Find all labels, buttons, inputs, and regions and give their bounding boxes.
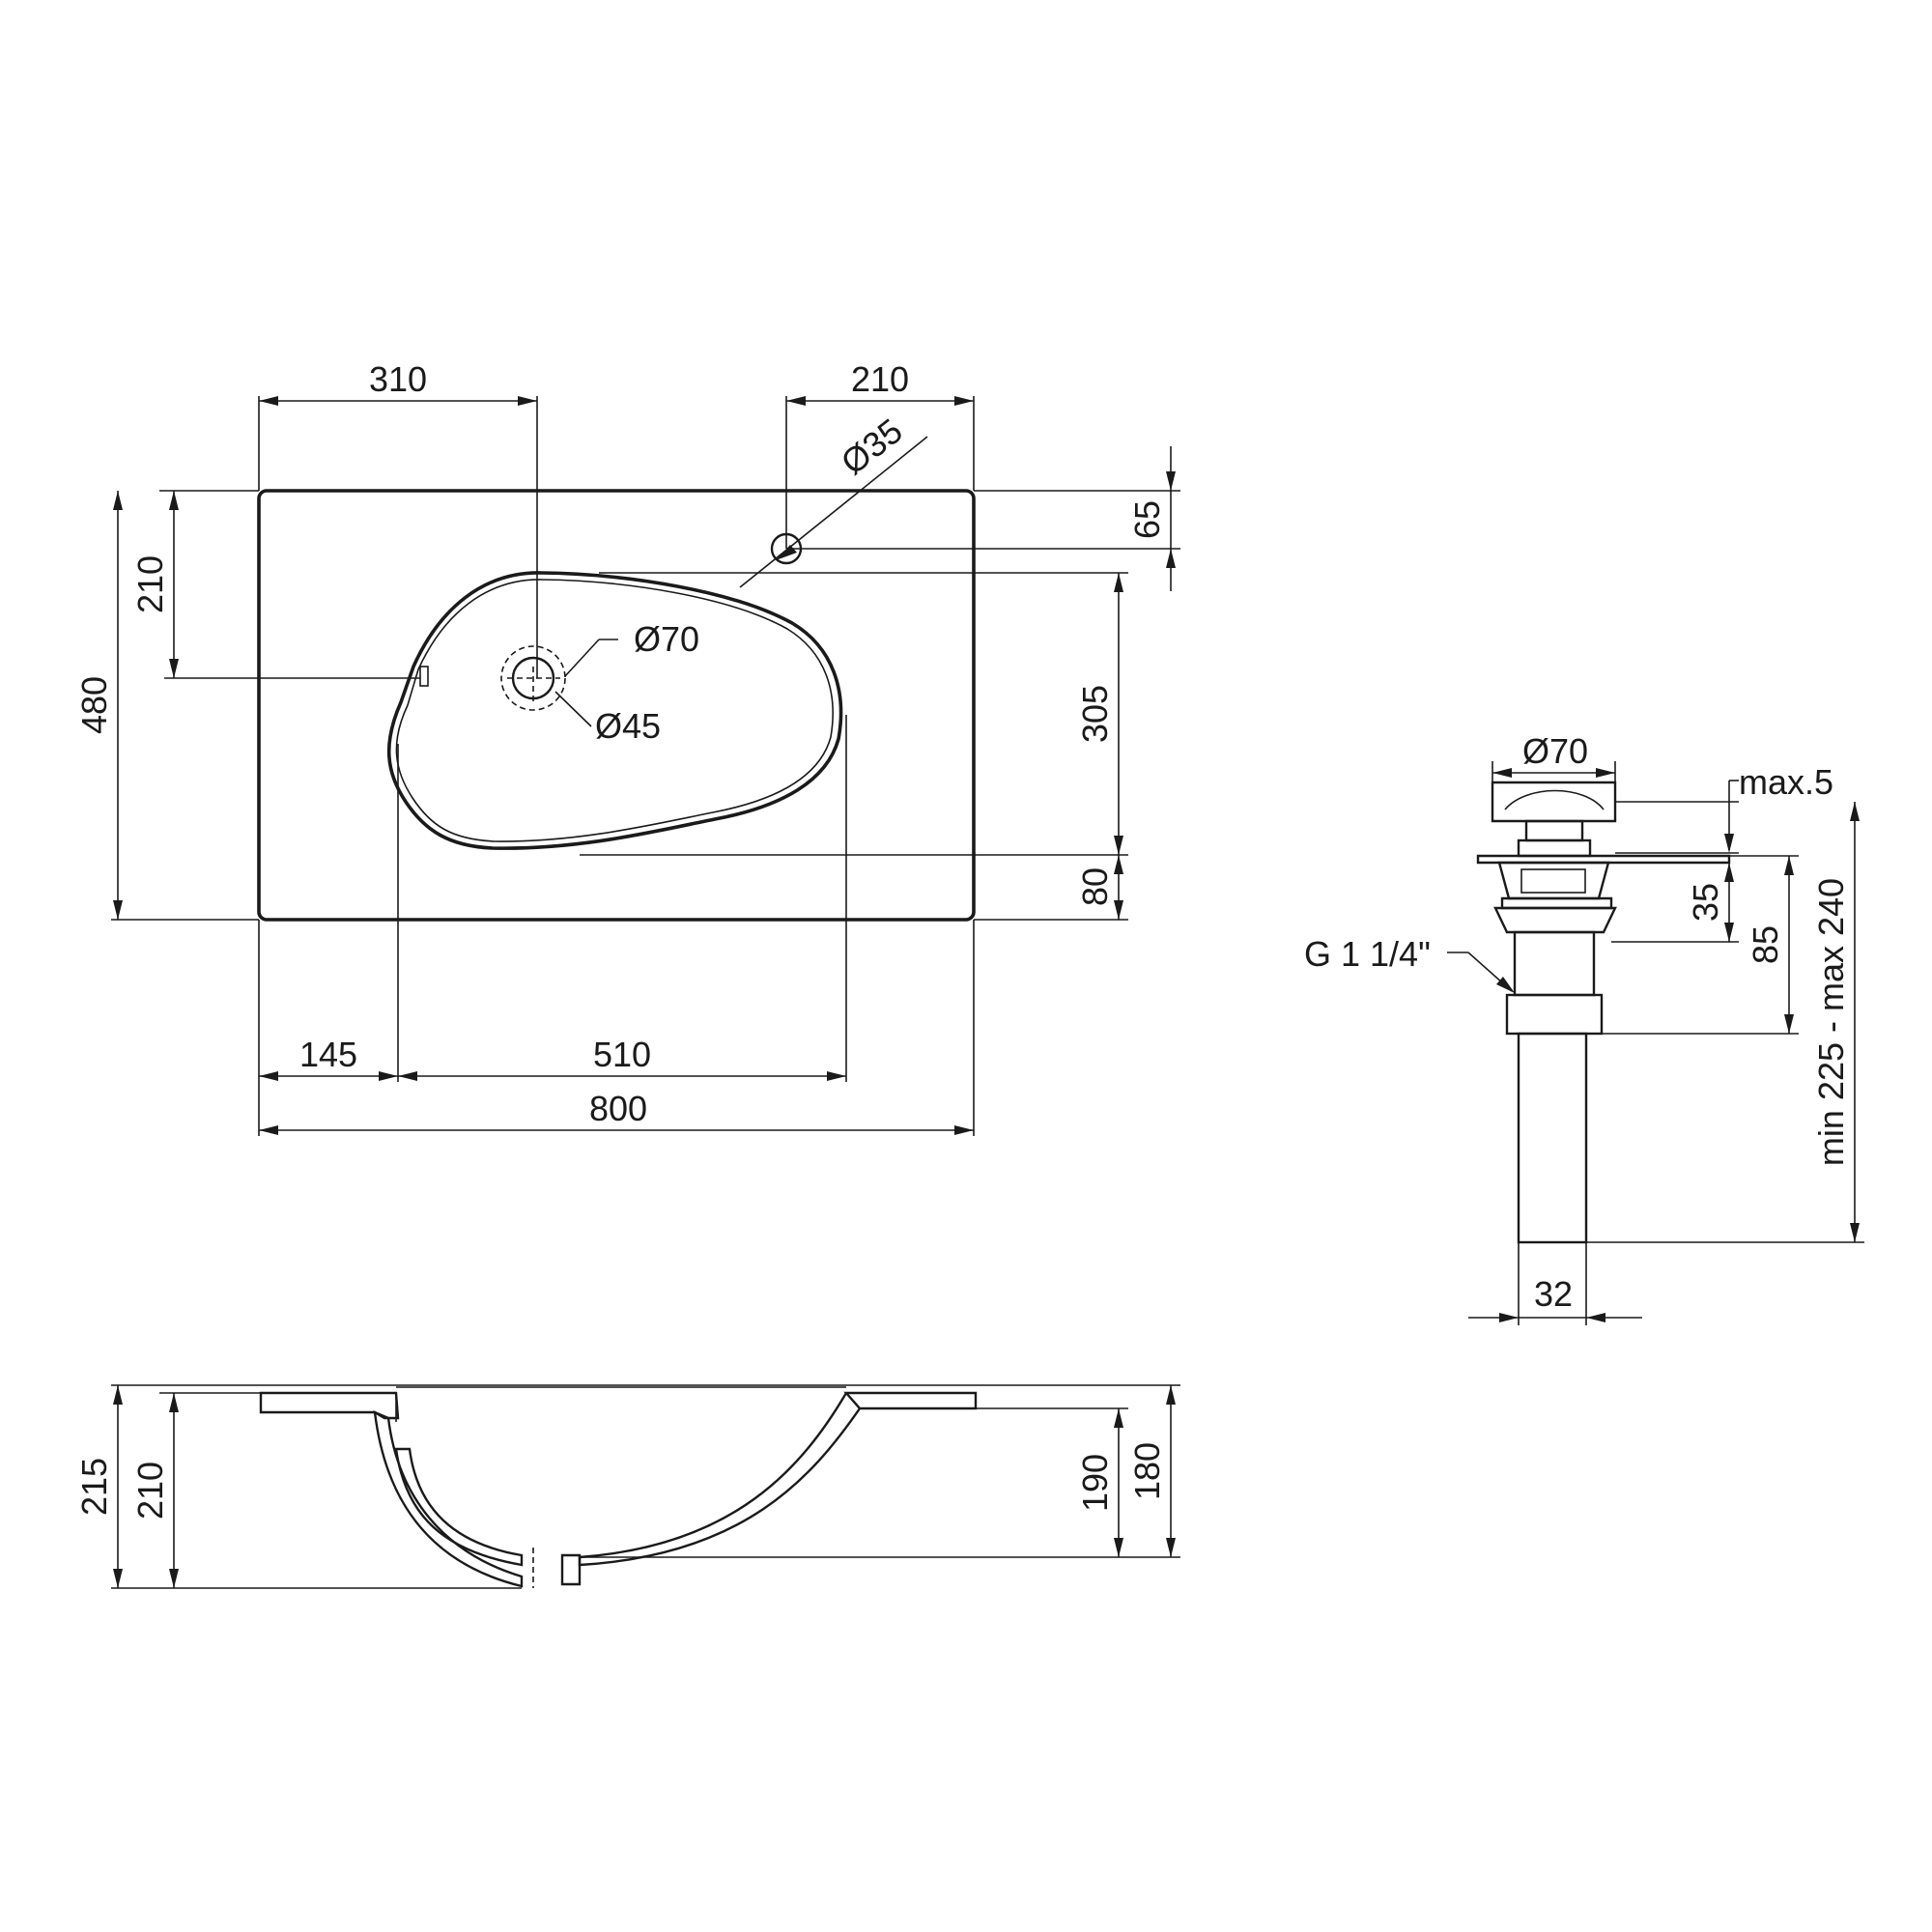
basin-outline (257, 489, 976, 922)
dim-body-length: 85 (1746, 925, 1785, 964)
dim-pipe-dia: 32 (1534, 1274, 1573, 1314)
section-view: 215 210 190 180 (74, 1384, 1180, 1589)
dim-left-margin: 145 (299, 1035, 357, 1074)
dim-upper-body: 35 (1686, 883, 1725, 922)
dim-drain-outer-dia: Ø70 (634, 619, 699, 659)
dim-overflow-dia: Ø35 (834, 411, 910, 482)
dim-front-margin: 80 (1075, 867, 1115, 906)
section-right-rim (843, 1391, 978, 1410)
dim-total-depth: 480 (74, 676, 114, 734)
dim-total-height: 215 (74, 1458, 114, 1516)
dim-cap-lift: max.5 (1739, 762, 1833, 802)
dim-overflow-depth: 65 (1127, 500, 1167, 539)
drain-detail: Ø70 max.5 35 85 min 225 - max 240 G 1 1/… (1304, 731, 1864, 1325)
dim-total-length: min 225 - max 240 (1811, 878, 1851, 1166)
dim-thread: G 1 1/4" (1304, 934, 1431, 974)
dim-cap-dia: Ø70 (1522, 731, 1588, 771)
drain-tailpipe (1517, 1032, 1588, 1244)
drain-threaded-body (1513, 930, 1596, 997)
dim-outer-height: 180 (1127, 1442, 1167, 1500)
dim-bowl-depth: 305 (1075, 685, 1115, 743)
dim-drain-inner-dia: Ø45 (595, 706, 661, 746)
plan-view: 310 210 Ø35 65 210 480 (74, 359, 1180, 1136)
section-outer-wall (373, 1410, 524, 1588)
dim-drain-height: 210 (130, 1462, 170, 1520)
section-bowl-curve (578, 1392, 861, 1567)
drain-outer-circle (500, 645, 566, 711)
dim-bowl-width: 510 (593, 1035, 651, 1074)
overflow-slot (419, 666, 429, 687)
dim-edge-to-drain: 210 (130, 555, 170, 613)
dim-total-width: 800 (589, 1089, 647, 1128)
bowl-outline (386, 571, 843, 850)
dim-overflow-offset: 210 (851, 359, 909, 399)
drain-cap (1491, 781, 1617, 823)
dim-faucet-offset: 310 (369, 359, 427, 399)
dim-bowl-height: 190 (1075, 1454, 1115, 1512)
